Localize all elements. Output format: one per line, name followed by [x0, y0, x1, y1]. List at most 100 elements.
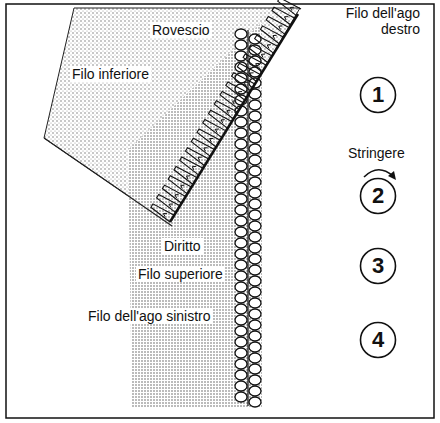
stitch-mark	[181, 185, 185, 188]
stitch-loop	[197, 129, 220, 147]
part-label: Filo dell'ago sinistro	[86, 308, 213, 324]
stitch-loop	[243, 54, 266, 72]
stitch-loop	[235, 227, 247, 237]
needle-thread	[247, 30, 248, 406]
stitch-mark	[267, 45, 271, 48]
stitch-loop	[235, 249, 247, 259]
stitch-loop	[249, 232, 261, 242]
stitch-loop	[235, 183, 247, 193]
step-circle: 4	[359, 321, 397, 359]
stitch-loop	[249, 155, 261, 165]
stitch-mark	[215, 129, 219, 132]
circle-shape	[361, 249, 396, 284]
stitch-loop	[255, 35, 278, 53]
stitch-loop	[235, 315, 247, 325]
stitch-loop	[220, 91, 243, 109]
stitch-loop	[235, 260, 247, 270]
step-circle: 2	[359, 177, 397, 215]
stitch-loop	[235, 216, 247, 226]
stitch-mark	[261, 54, 265, 57]
stitch-loop	[226, 82, 249, 100]
stitch-loop	[249, 265, 261, 275]
stitch-loop	[168, 176, 191, 194]
circle-shape	[361, 78, 396, 113]
stitch-loop	[235, 381, 247, 391]
stitch-loop	[203, 120, 226, 138]
stitch-mark	[285, 17, 289, 20]
stitch-loop	[249, 320, 261, 330]
stitch-loop	[162, 185, 185, 203]
stitch-loop	[249, 287, 261, 297]
stitch-mark	[290, 7, 294, 10]
stitch-loop	[151, 204, 174, 222]
stitch-mark	[169, 204, 173, 207]
stitch-loop	[235, 326, 247, 336]
seam-edge	[170, 14, 298, 222]
step-circle: 1	[359, 76, 397, 114]
stitch-loop	[174, 166, 197, 184]
stitch-mark	[221, 120, 225, 123]
stitch-loop	[249, 210, 261, 220]
stitch-loop	[235, 29, 247, 39]
stitch-loop	[278, 0, 301, 16]
stitch-mark	[233, 101, 237, 104]
stitch-mark	[163, 213, 167, 216]
stitch-loop	[235, 161, 247, 171]
circle-shape	[361, 179, 396, 214]
stitch-mark	[256, 63, 260, 66]
part-label: Rovescio	[150, 22, 212, 38]
stitch-loop	[249, 309, 261, 319]
stitch-loop	[235, 172, 247, 182]
stitch-loop	[272, 7, 295, 25]
stitch-loop	[249, 298, 261, 308]
stitch-loop	[249, 199, 261, 209]
stitch-loop	[249, 177, 261, 187]
stitch-loop	[237, 63, 260, 81]
stitch-mark	[273, 35, 277, 38]
callout-number: 4	[372, 328, 384, 352]
stitch-loop	[235, 304, 247, 314]
stitch-loop	[232, 73, 255, 91]
stitch-mark	[227, 110, 231, 113]
stitch-mark	[279, 26, 283, 29]
stitch-loop	[180, 157, 203, 175]
stitch-loop	[249, 276, 261, 286]
stitch-loop	[249, 122, 261, 132]
stitch-loop	[249, 254, 261, 264]
stitch-loop	[249, 133, 261, 143]
part-label: Stringere	[346, 145, 407, 161]
stitch-loop	[235, 205, 247, 215]
stitch-loop	[249, 100, 261, 110]
stitch-loop	[235, 139, 247, 149]
stitch-mark	[187, 176, 191, 179]
stitch-loop	[185, 148, 208, 166]
stitch-loop	[235, 150, 247, 160]
stitch-loop	[249, 375, 261, 385]
stitch-loop	[235, 128, 247, 138]
stitch-mark	[250, 73, 254, 76]
part-label: Filo superiore	[136, 266, 225, 282]
stitch-mark	[210, 138, 214, 141]
stitch-mark	[198, 157, 202, 160]
stitch-loop	[249, 188, 261, 198]
stitch-loop	[249, 342, 261, 352]
callout-number: 3	[372, 254, 384, 278]
stitch-loop	[235, 194, 247, 204]
stitch-loop	[235, 359, 247, 369]
stitch-loop	[249, 331, 261, 341]
stitch-mark	[244, 82, 248, 85]
part-label: Diritto	[162, 238, 203, 254]
part-label: Filo dell'ago destro	[318, 5, 422, 37]
stitch-loop	[266, 17, 289, 35]
stitch-loop	[235, 293, 247, 303]
stitch-mark	[204, 148, 208, 151]
callout-number: 2	[372, 184, 384, 208]
step-circle: 3	[359, 247, 397, 285]
stitch-loop	[157, 195, 180, 213]
callout-number: 1	[372, 83, 384, 107]
stitch-loop	[191, 138, 214, 156]
stitch-loop	[235, 282, 247, 292]
stitch-loop	[235, 238, 247, 248]
stitch-loop	[214, 101, 237, 119]
stitch-loop	[235, 271, 247, 281]
